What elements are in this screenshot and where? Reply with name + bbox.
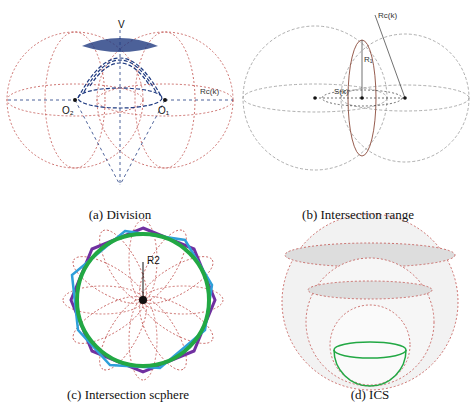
subfigure-caption: (d) ICS — [351, 388, 390, 401]
subfigure-caption: (c) Intersection scphere — [67, 388, 189, 401]
radius-label: Rc(k) — [200, 88, 219, 96]
radius-label: Rc(k) — [378, 12, 397, 20]
radius-label: R2 — [147, 256, 160, 266]
radius-label: R₁ — [364, 56, 372, 64]
subfigure-caption: (a) Division — [89, 208, 151, 221]
range-label: S(k) — [334, 88, 349, 96]
point-label: O₁ — [158, 106, 169, 116]
subfigure-caption: (b) Intersection range — [302, 208, 414, 221]
point-label: O₂ — [62, 106, 74, 116]
point-label: V — [118, 20, 125, 30]
